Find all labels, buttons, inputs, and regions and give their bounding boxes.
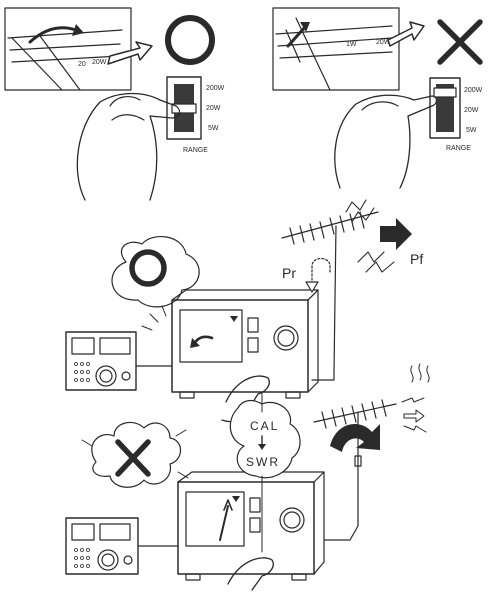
pointer-arrow-icon — [388, 22, 424, 46]
meter-scale-correct: 20 20W — [5, 8, 152, 90]
hand-icon — [77, 94, 179, 201]
meter-left-label: 1W — [346, 41, 357, 48]
range-switch-correct: 200W 20W 5W RANGE — [167, 77, 225, 154]
forward-power-arrow-icon — [380, 218, 412, 250]
range-label-5w: 5W — [466, 127, 477, 134]
transceiver-unit — [66, 518, 178, 574]
range-switch-wrong: 200W 20W 5W RANGE — [430, 78, 483, 152]
wrong-x-icon — [118, 442, 148, 474]
meter-scale-wrong: 1W 20W — [273, 8, 424, 90]
range-label-200w: 200W — [206, 85, 225, 92]
panel-wrong-range: 1W 20W 200W 20W 5W RANGE — [273, 8, 483, 188]
correct-circle-icon — [168, 18, 212, 62]
cal-label: CAL — [250, 419, 279, 433]
correct-circle-icon — [132, 252, 164, 284]
wrong-x-icon — [440, 22, 480, 62]
range-label-200w: 200W — [464, 87, 483, 94]
meter-right-label: 20W — [92, 59, 107, 66]
scene-wrong: CAL SWR — [66, 364, 429, 590]
range-label-20w: 20W — [206, 105, 221, 112]
reflected-power-arrow-icon — [312, 259, 330, 285]
range-label-5w: 5W — [208, 125, 219, 132]
range-caption: RANGE — [183, 147, 208, 154]
antenna-bottom — [314, 364, 429, 540]
pointer-arrow-icon — [108, 42, 152, 64]
panel-correct-range: 20 20W 200W 20W 5W RANGE — [5, 8, 225, 200]
signal-arrow-icon — [402, 398, 424, 402]
range-caption: RANGE — [446, 145, 471, 152]
swr-label: SWR — [246, 455, 280, 469]
swr-meter-unit — [172, 290, 318, 398]
hand-icon — [335, 95, 437, 188]
transceiver-unit — [66, 332, 172, 390]
scene-correct: Pf Pr — [66, 200, 423, 422]
sparkle-lines — [142, 306, 166, 330]
forward-power-label: Pf — [410, 251, 423, 267]
range-label-20w: 20W — [464, 107, 479, 114]
reflected-power-label: Pr — [282, 265, 296, 281]
meter-left-label: 20 — [78, 61, 86, 68]
thought-bubble — [112, 237, 199, 307]
swr-meter-unit — [178, 472, 324, 580]
return-arrow-icon — [330, 424, 380, 452]
